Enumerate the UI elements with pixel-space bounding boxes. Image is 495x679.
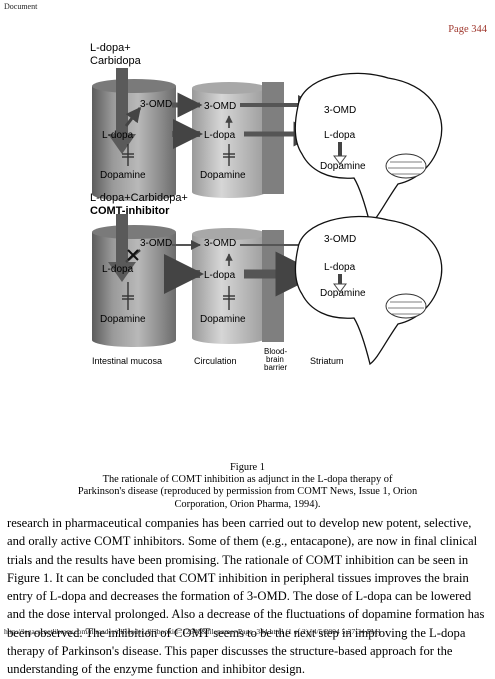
caption-line: The rationale of COMT inhibition as adju…	[102, 474, 393, 486]
dopamine-label: Dopamine	[100, 170, 146, 181]
label-comt-inhibitor-1: L-dopa+Carbidopa+	[90, 192, 188, 204]
ldopa-label: L-dopa	[204, 270, 236, 281]
top-row: 3-OMD L-dopa 3-OMD L-dopa Dopamine Dopam…	[92, 68, 443, 226]
ldopa-label: L-dopa	[324, 130, 356, 141]
label-circulation: Circulation	[194, 356, 237, 366]
caption-line: Parkinson's disease (reproduced by permi…	[77, 486, 418, 498]
omd-label: 3-OMD	[140, 238, 172, 249]
caption-line: Corporation, Orion Pharma, 1994).	[174, 498, 321, 510]
dopamine-label: Dopamine	[200, 170, 246, 181]
comt-figure: L-dopa+ Carbidopa 3-OMD L-dopa 3-OMD L-d…	[90, 42, 443, 372]
label-ldopa-carbidopa-2: Carbidopa	[90, 55, 142, 67]
label-ldopa-carbidopa-1: L-dopa+	[90, 42, 131, 54]
label-bbb: brain	[266, 355, 284, 364]
figure-caption: Figure 1 The rationale of COMT inhibitio…	[60, 462, 435, 511]
dopamine-label: Dopamine	[320, 161, 366, 172]
bottom-row: 3-OMD L-dopa 3-OMD L-dopa Dopamine Dopam…	[92, 214, 443, 372]
footer-url: http://legacy.netlibrary.com/nlreader/nl…	[4, 627, 381, 636]
omd-label: 3-OMD	[204, 238, 236, 249]
paragraph-text: research in pharmaceutical companies has…	[7, 516, 485, 677]
dopamine-label: Dopamine	[320, 288, 366, 299]
body-paragraph: research in pharmaceutical companies has…	[7, 514, 488, 679]
omd-label: 3-OMD	[140, 99, 172, 110]
label-bbb: Blood-	[264, 347, 287, 356]
page-number: Page 344	[448, 24, 487, 35]
omd-label: 3-OMD	[204, 101, 236, 112]
dopamine-label: Dopamine	[100, 314, 146, 325]
ldopa-label: L-dopa	[204, 130, 236, 141]
ldopa-label: L-dopa	[324, 262, 356, 273]
omd-label: 3-OMD	[324, 105, 356, 116]
document-title: Document	[4, 2, 38, 11]
label-comt-inhibitor-2: COMT-inhibitor	[90, 205, 170, 217]
label-striatum: Striatum	[310, 356, 344, 366]
caption-line: Figure 1	[230, 462, 265, 473]
label-bbb: barrier	[264, 363, 287, 372]
ldopa-label: L-dopa	[102, 264, 134, 275]
omd-label: 3-OMD	[324, 234, 356, 245]
dopamine-label: Dopamine	[200, 314, 246, 325]
ldopa-label: L-dopa	[102, 130, 134, 141]
label-intestinal-mucosa: Intestinal mucosa	[92, 356, 162, 366]
